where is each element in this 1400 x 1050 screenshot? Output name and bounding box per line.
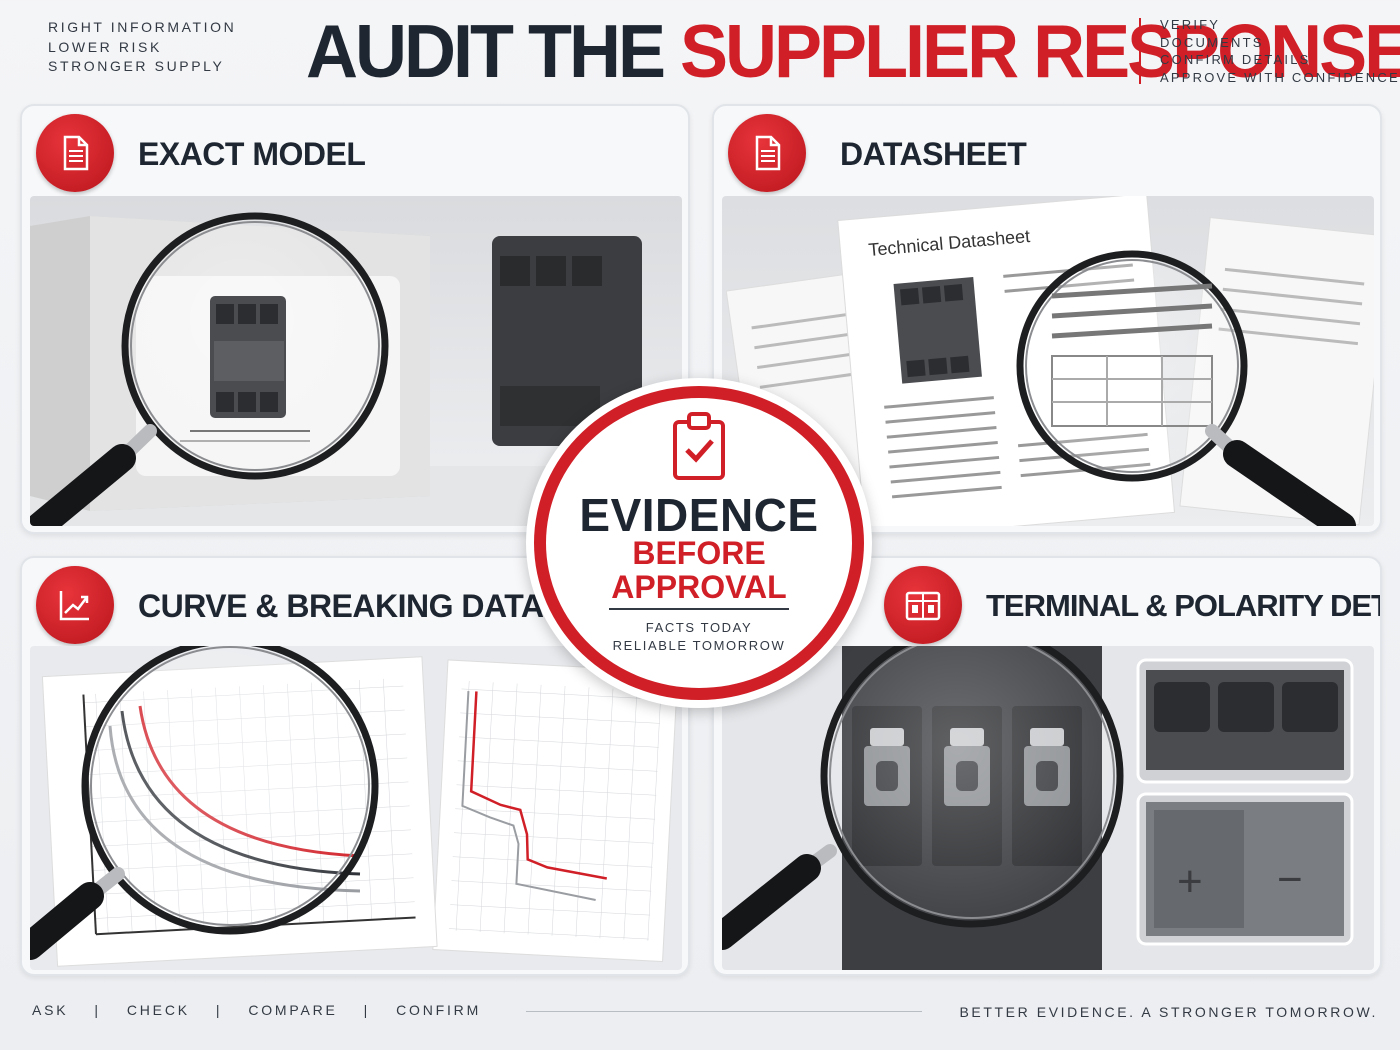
- header: RIGHT INFORMATION LOWER RISK STRONGER SU…: [0, 0, 1400, 100]
- tagline-right-line: VERIFY: [1160, 17, 1221, 32]
- terminal-block-photo: + −: [722, 646, 1374, 970]
- footer-divider: [526, 1011, 922, 1012]
- panel-curve-breaking-data: CURVE & BREAKING DATA: [20, 556, 690, 976]
- tagline-right-line: APPROVE WITH CONFIDENCE: [1160, 69, 1400, 85]
- badge-subhead-2: APPROVAL: [611, 569, 787, 605]
- footer-tagline: BETTER EVIDENCE. A STRONGER TOMORROW.: [959, 1004, 1378, 1020]
- panel-title: EXACT MODEL: [138, 136, 366, 172]
- title-part-dark: AUDIT THE: [306, 10, 666, 94]
- tagline-left-line: LOWER RISK: [48, 38, 162, 55]
- badge-divider: [609, 608, 789, 610]
- footer: ASK | CHECK | COMPARE | CONFIRM BETTER E…: [0, 996, 1400, 1036]
- tagline-left-line: STRONGER SUPPLY: [48, 58, 225, 74]
- panel-title: DATASHEET: [840, 136, 1027, 172]
- step-label: ASK: [32, 1002, 69, 1018]
- terminal-block-icon: [884, 566, 962, 644]
- datasheet-photo: Technical Datasheet: [722, 196, 1374, 526]
- step-label: CHECK: [126, 1002, 190, 1018]
- trend-chart-icon: [36, 566, 114, 644]
- tagline-left-line: RIGHT INFORMATION: [48, 19, 237, 35]
- step-separator: |: [215, 1002, 223, 1018]
- badge-caption-1: FACTS TODAY: [645, 620, 753, 635]
- evidence-badge: EVIDENCE BEFORE APPROVAL FACTS TODAY REL…: [526, 378, 872, 708]
- title-part-red: SUPPLIER RESPONSE: [680, 10, 1400, 94]
- badge-caption-2: RELIABLE TOMORROW: [612, 638, 786, 653]
- panel-title: CURVE & BREAKING DATA: [138, 588, 544, 624]
- panel-terminal-polarity-details: TERMINAL & POLARITY DETAILS + −: [712, 556, 1382, 976]
- clipboard-check-icon: [669, 410, 729, 487]
- svg-text:−: −: [1277, 855, 1303, 904]
- svg-text:+: +: [1177, 857, 1203, 906]
- panel-exact-model: EXACT MODEL: [20, 104, 690, 534]
- panel-datasheet: DATASHEET Technical Datasheet: [712, 104, 1382, 534]
- step-separator: |: [94, 1002, 101, 1018]
- page-title: AUDIT THE SUPPLIER RESPONSE: [306, 10, 1400, 94]
- panel-title: TERMINAL & POLARITY DETAILS: [986, 588, 1382, 623]
- tagline-right-line: DOCUMENTS: [1160, 34, 1264, 50]
- tagline-left: RIGHT INFORMATION LOWER RISK STRONGER SU…: [48, 18, 236, 77]
- step-label: CONFIRM: [396, 1002, 482, 1018]
- document-icon: [36, 114, 114, 192]
- product-box-photo: [30, 196, 682, 526]
- tagline-right-line: CONFIRM DETAILS: [1160, 52, 1311, 67]
- badge-headline: EVIDENCE: [579, 489, 819, 541]
- tagline-divider: [1139, 18, 1141, 84]
- document-icon: [728, 114, 806, 192]
- badge-subhead-1: BEFORE: [632, 535, 766, 571]
- process-steps: ASK | CHECK | COMPARE | CONFIRM: [32, 1002, 481, 1018]
- step-separator: |: [363, 1002, 371, 1018]
- tagline-right: VERIFY DOCUMENTS CONFIRM DETAILS APPROVE…: [1160, 16, 1400, 86]
- step-label: COMPARE: [248, 1002, 338, 1018]
- curve-graph-photo: [30, 646, 682, 970]
